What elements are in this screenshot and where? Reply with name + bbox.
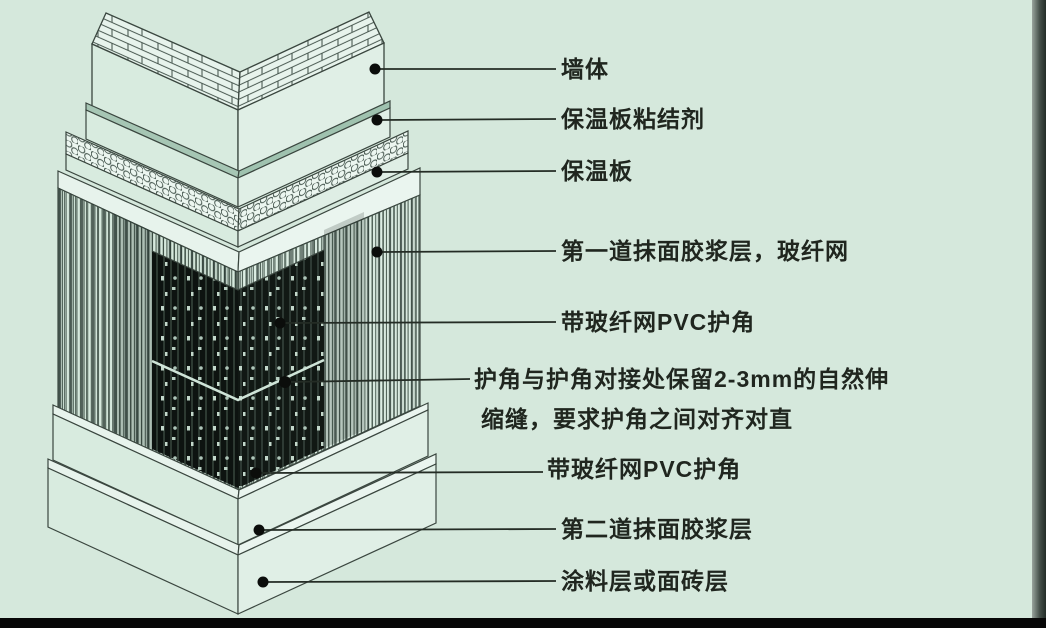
label-joint-note-line2: 缩缝，要求护角之间对齐对直 <box>481 406 793 432</box>
mesh-shadow-left <box>112 213 152 449</box>
dot-first-coat <box>371 246 383 258</box>
leader-first-coat <box>379 250 557 253</box>
adhesive-face-right <box>237 107 391 208</box>
callout-dots <box>250 63 383 588</box>
leader-pvc-upper <box>283 321 557 324</box>
dot-adhesive <box>371 114 383 126</box>
label-first-coat: 第一道抹面胶浆层，玻纤网 <box>561 238 849 264</box>
label-insulation: 保温板 <box>561 158 633 184</box>
leader-second-coat <box>262 528 557 531</box>
label-finish: 涂料层或面砖层 <box>561 568 729 594</box>
finish-face-right <box>237 463 437 615</box>
expansion-seam <box>151 358 325 402</box>
leader-lines <box>259 68 557 583</box>
adhesive-layer <box>85 100 391 208</box>
leader-adhesive <box>379 118 557 121</box>
label-adhesive: 保温板粘结剂 <box>561 106 705 132</box>
dot-second-coat <box>253 524 265 536</box>
dot-joint-note <box>279 376 291 388</box>
pvc-top-edge <box>151 249 325 291</box>
dot-pvc-lower <box>250 467 262 479</box>
insulation-face-right <box>237 152 409 248</box>
leader-finish <box>266 580 557 583</box>
right-edge-strip <box>1032 0 1046 628</box>
dot-finish <box>257 576 269 588</box>
leader-pvc-lower <box>259 471 544 474</box>
label-pvc-lower: 带玻纤网PVC护角 <box>547 456 742 482</box>
second-plaster-face-right <box>237 409 429 546</box>
insulation-layer <box>65 130 409 248</box>
wall-layer <box>91 11 385 179</box>
label-second-coat: 第二道抹面胶浆层 <box>561 516 753 542</box>
pvc-corner-guards <box>151 249 325 488</box>
label-joint-note-line1: 护角与护角对接处保留2-3mm的自然伸 <box>474 366 890 392</box>
second-plaster-layer <box>52 402 429 546</box>
dot-wall <box>369 63 381 75</box>
bottom-bar <box>0 618 1046 628</box>
dot-pvc-upper <box>274 317 286 329</box>
mesh-shadow-right <box>324 212 364 448</box>
dot-insulation <box>371 166 383 178</box>
leader-joint-note <box>288 378 471 383</box>
label-pvc-upper: 带玻纤网PVC护角 <box>561 309 756 335</box>
leader-insulation <box>379 170 557 173</box>
label-wall: 墙体 <box>561 56 609 82</box>
